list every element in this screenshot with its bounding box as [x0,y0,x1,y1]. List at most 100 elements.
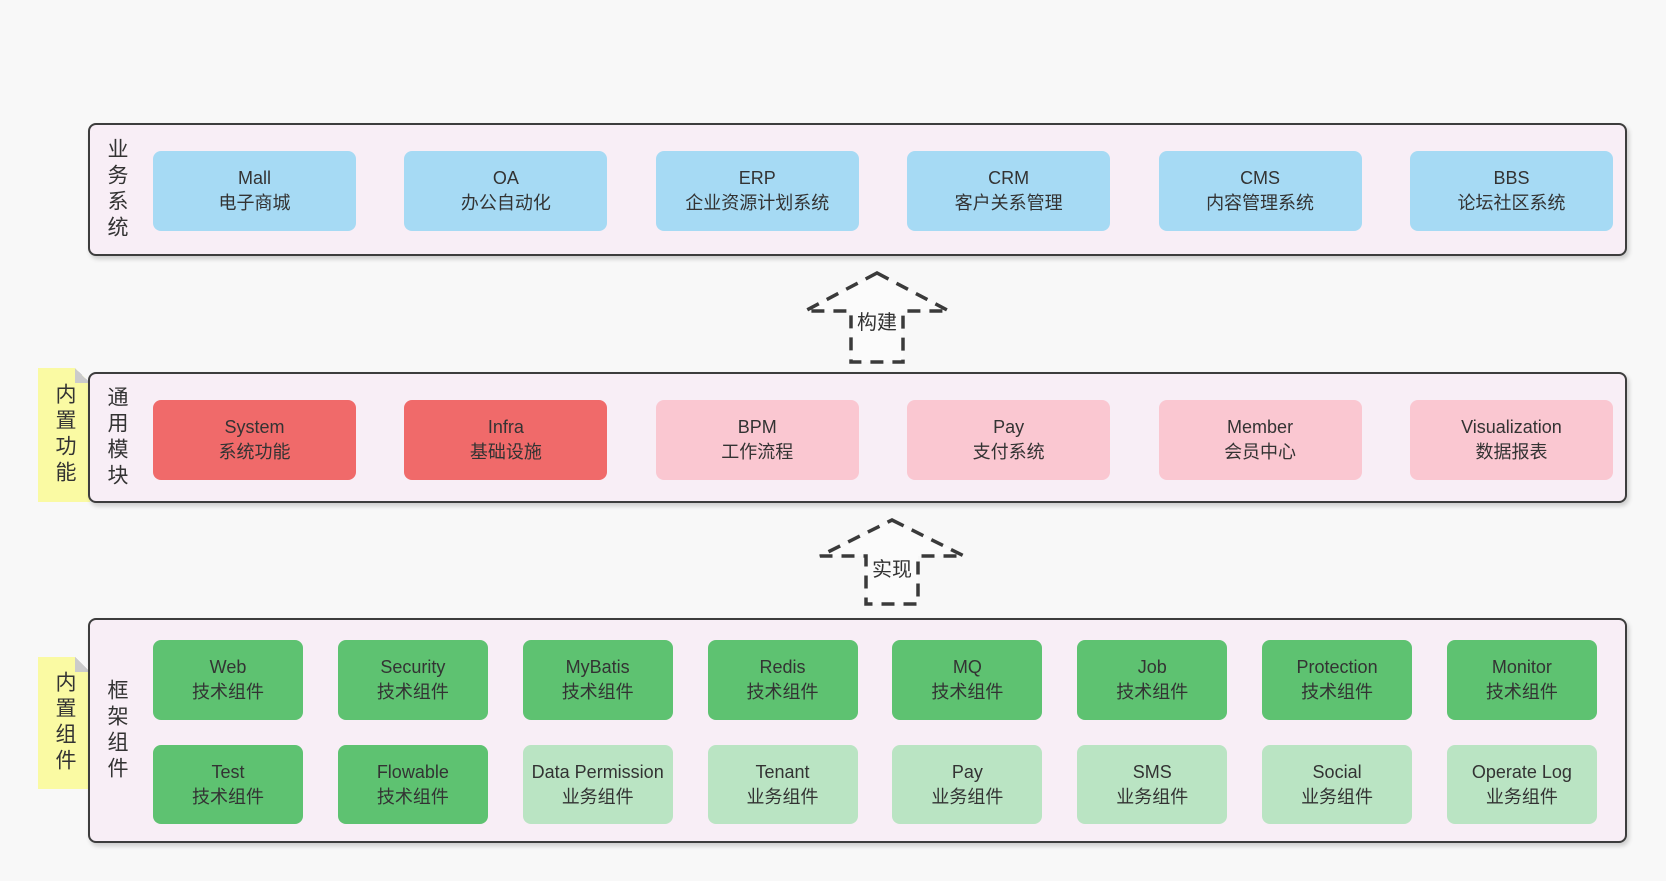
sticky-fold-corner [75,368,90,383]
box-title: OA [492,168,519,188]
box-subtitle: 技术组件 [1116,682,1189,702]
sticky-note-text: 内置功能 [53,383,76,487]
box-bbs: BBS 论坛社区系统 [1409,151,1613,231]
box-bpm: BPM 工作流程 [655,400,859,480]
sticky-note-builtin-components: 内置组件 [38,657,90,789]
box-title: Web [209,657,247,677]
implement-arrow-label: 实现 [869,553,915,582]
box-flowable: Flowable 技术组件 [337,745,488,824]
box-social: Social 业务组件 [1262,745,1413,824]
layer-label-business-systems: 业务系统 [105,137,128,242]
box-title: Protection [1296,657,1378,677]
sticky-note-builtin-features: 内置功能 [38,368,90,502]
box-subtitle: 技术组件 [376,786,449,807]
box-pay-module: Pay 支付系统 [907,400,1111,480]
box-mall: Mall 电子商城 [153,151,356,231]
business-systems-layer: 业务系统 Mall 电子商城 OA 办公自动化 ERP 企业资源计划系统 CRM… [88,123,1627,256]
box-title: BPM [737,417,777,437]
tech-components-row: Web 技术组件 Security 技术组件 MyBatis 技术组件 Redi… [153,640,1597,720]
box-subtitle: 论坛社区系统 [1457,193,1566,213]
box-sms: SMS 业务组件 [1077,745,1228,824]
box-subtitle: 技术组件 [1485,682,1558,702]
box-pay-component: Pay 业务组件 [892,745,1043,824]
box-job: Job 技术组件 [1077,640,1228,720]
box-title: Member [1227,417,1294,437]
box-title: Infra [487,417,524,437]
box-erp: ERP 企业资源计划系统 [655,151,859,231]
box-subtitle: 技术组件 [1301,682,1374,702]
biz-components-row: Test 技术组件 Flowable 技术组件 Data Permission … [153,745,1597,824]
box-title: Operate Log [1471,761,1572,782]
box-title: Job [1137,657,1167,677]
box-subtitle: 技术组件 [931,682,1004,702]
sticky-note-text: 内置组件 [53,671,76,775]
box-subtitle: 技术组件 [192,682,264,702]
box-subtitle: 工作流程 [721,442,794,462]
box-title: ERP [738,168,776,188]
business-systems-row: Mall 电子商城 OA 办公自动化 ERP 企业资源计划系统 CRM 客户关系… [153,151,1613,231]
box-data-permission: Data Permission 业务组件 [522,745,673,824]
box-tenant: Tenant 业务组件 [707,745,858,824]
box-title: CRM [988,168,1030,188]
box-title: Monitor [1491,657,1552,677]
box-subtitle: 业务组件 [746,786,819,807]
box-subtitle: 客户关系管理 [954,193,1063,213]
box-subtitle: 基础设施 [469,442,542,462]
box-subtitle: 企业资源计划系统 [685,193,830,213]
box-mq: MQ 技术组件 [892,640,1043,720]
box-title: Mall [237,168,271,188]
box-subtitle: 办公自动化 [460,193,551,213]
box-member: Member 会员中心 [1158,400,1362,480]
layer-label-framework-components: 框架组件 [105,678,128,783]
box-visualization: Visualization 数据报表 [1409,400,1613,480]
box-title: Data Permission [531,761,664,782]
box-title: CMS [1240,168,1281,188]
box-subtitle: 技术组件 [561,682,634,702]
build-arrow: 构建 [802,270,952,365]
box-subtitle: 业务组件 [1485,786,1558,807]
box-title: Visualization [1461,417,1562,437]
box-title: MyBatis [565,657,630,677]
box-subtitle: 技术组件 [746,682,819,702]
box-subtitle: 支付系统 [972,442,1045,462]
box-title: Tenant [755,761,810,782]
framework-components-layer: 框架组件 Web 技术组件 Security 技术组件 MyBatis 技术组件… [88,618,1627,843]
box-infra: Infra 基础设施 [404,400,608,480]
common-modules-row: System 系统功能 Infra 基础设施 BPM 工作流程 Pay 支付系统… [153,400,1613,480]
common-modules-layer: 通用模块 System 系统功能 Infra 基础设施 BPM 工作流程 Pay… [88,372,1627,503]
box-subtitle: 业务组件 [1301,786,1374,807]
box-mybatis: MyBatis 技术组件 [522,640,673,720]
box-security: Security 技术组件 [337,640,488,720]
box-crm: CRM 客户关系管理 [907,151,1111,231]
box-protection: Protection 技术组件 [1262,640,1413,720]
box-title: Social [1312,761,1362,782]
box-web: Web 技术组件 [153,640,303,720]
layer-label-common-modules: 通用模块 [105,385,128,490]
box-subtitle: 系统功能 [218,442,291,462]
box-operate-log: Operate Log 业务组件 [1446,745,1597,824]
box-title: Pay [951,761,983,782]
box-subtitle: 技术组件 [376,682,449,702]
box-subtitle: 内容管理系统 [1206,193,1315,213]
box-title: Redis [759,657,806,677]
box-subtitle: 电子商城 [218,193,291,213]
box-monitor: Monitor 技术组件 [1446,640,1597,720]
box-subtitle: 业务组件 [1116,786,1189,807]
box-system: System 系统功能 [153,400,356,480]
box-title: System [224,417,285,437]
box-cms: CMS 内容管理系统 [1158,151,1362,231]
box-test: Test 技术组件 [153,745,303,824]
box-title: Pay [993,417,1025,437]
box-title: MQ [952,657,982,677]
box-title: BBS [1493,168,1530,188]
box-redis: Redis 技术组件 [707,640,858,720]
box-title: SMS [1132,761,1172,782]
box-subtitle: 数据报表 [1475,442,1548,462]
sticky-fold-corner [75,657,90,672]
build-arrow-label: 构建 [854,306,900,335]
box-subtitle: 业务组件 [561,786,634,807]
box-subtitle: 会员中心 [1224,442,1297,462]
implement-arrow: 实现 [817,517,967,607]
box-subtitle: 业务组件 [931,786,1004,807]
box-oa: OA 办公自动化 [404,151,608,231]
